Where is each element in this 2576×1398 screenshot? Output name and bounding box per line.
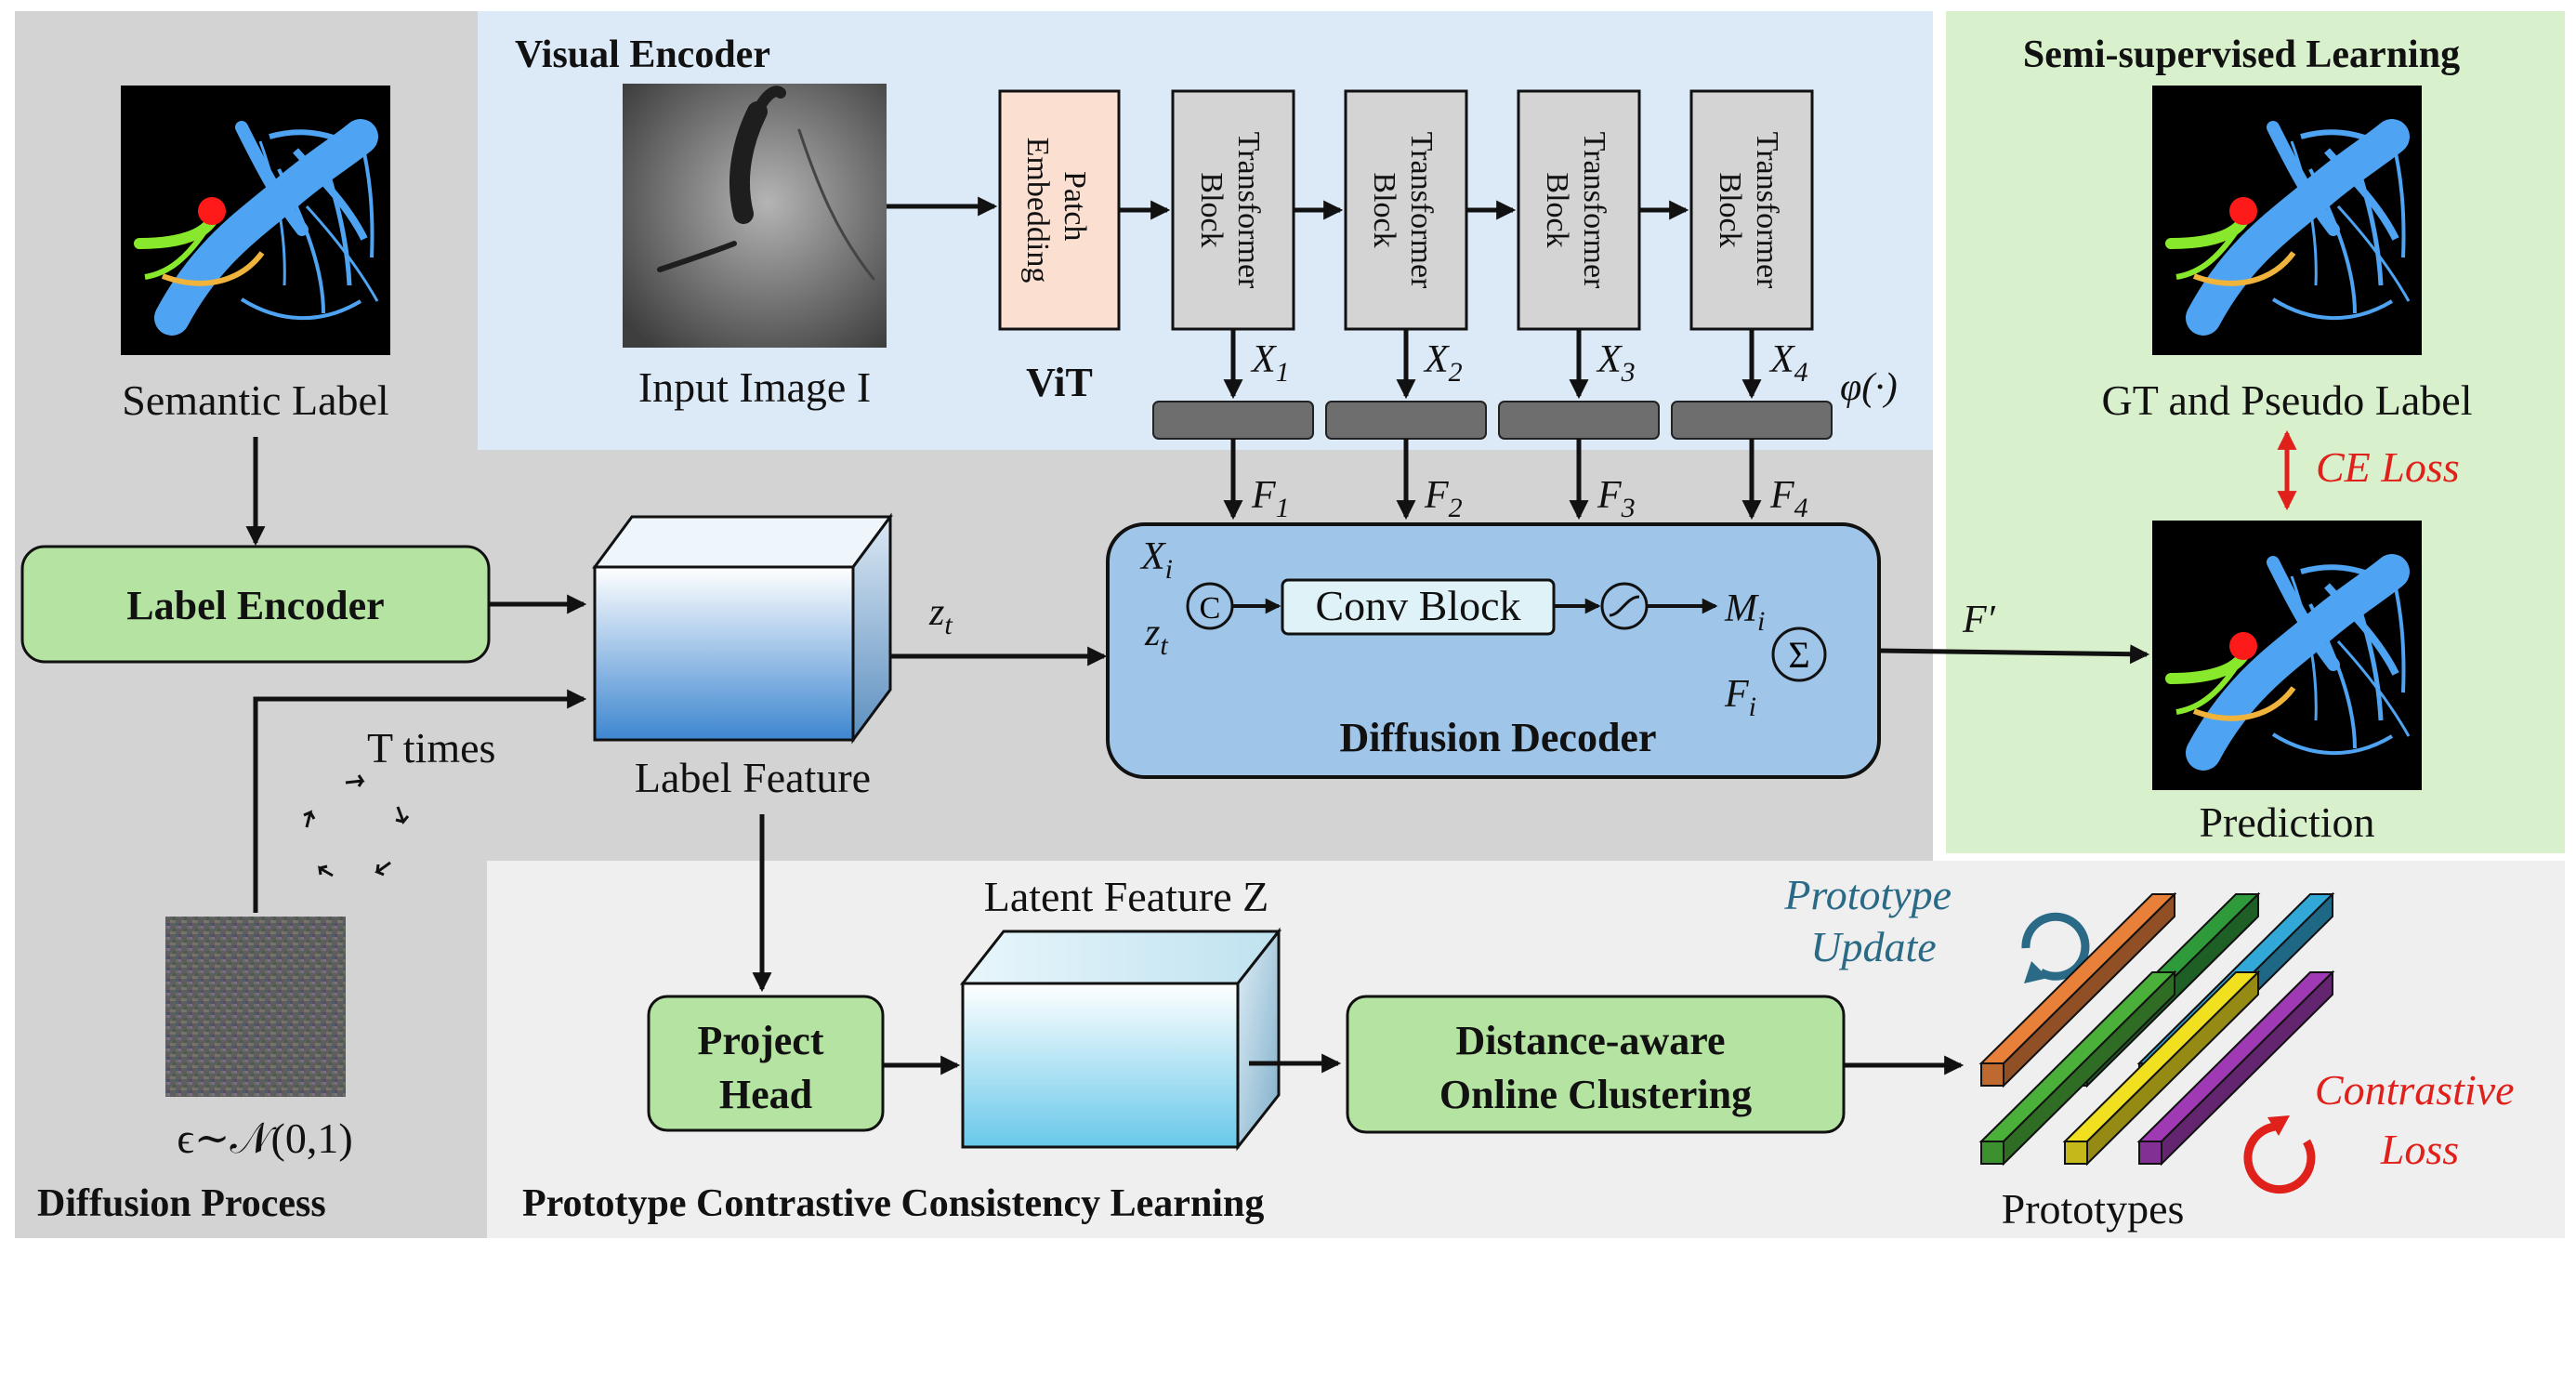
mlp-bar-2 (1325, 401, 1487, 440)
latent-feature-cube (959, 927, 1282, 1152)
prototype-bar-5 (2062, 969, 2261, 1167)
vit-label: ViT (1026, 360, 1093, 405)
zt-inner-label: zt (1144, 612, 1168, 661)
x-label-1: X1 (1250, 338, 1290, 388)
zt-label: zt (928, 591, 953, 640)
gt-pseudo-caption: GT and Pseudo Label (2101, 376, 2472, 424)
prediction-caption: Prediction (2199, 798, 2374, 846)
x-label-3: X3 (1596, 338, 1636, 388)
semantic-label-image (121, 86, 390, 355)
prototype-update-label: Prototype Update (1783, 871, 1962, 970)
f-label-2: F2 (1424, 474, 1463, 523)
prototype-bar-4 (1978, 969, 2177, 1167)
sum-symbol: Σ (1788, 634, 1809, 676)
transformer-block-label-3: TransformerBlock (1540, 132, 1611, 289)
gt-pseudo-image (2152, 86, 2422, 355)
semi-supervised-title: Semi-supervised Learning (2023, 33, 2460, 76)
noise-image (165, 917, 346, 1097)
phi-label: φ(·) (1840, 366, 1898, 409)
prototype-learning-title: Prototype Contrastive Consistency Learni… (522, 1182, 1264, 1225)
f-label-4: F4 (1769, 474, 1808, 523)
ce-loss-label: CE Loss (2316, 443, 2460, 491)
activation-curve (1609, 595, 1640, 617)
x-label-2: X2 (1423, 338, 1463, 388)
f-prime-label: F′ (1962, 599, 1996, 641)
x-label-4: X4 (1768, 338, 1808, 388)
conv-block-label: Conv Block (1315, 582, 1520, 629)
transformer-block-label-1: TransformerBlock (1194, 132, 1266, 289)
transformer-block-label-4: TransformerBlock (1713, 132, 1784, 289)
label-encoder-label: Label Encoder (126, 583, 384, 628)
mi-label: Mi (1724, 587, 1765, 637)
fi-label: Fi (1724, 673, 1756, 722)
loop-icon (303, 774, 410, 877)
sum-icon (1771, 626, 1827, 682)
patch-embedding-box (998, 89, 1121, 331)
transformer-block-4 (1689, 89, 1814, 331)
prototype-bar-1 (1978, 891, 2177, 1088)
f-label-3: F3 (1597, 474, 1636, 523)
transformer-block-3 (1517, 89, 1641, 331)
label-feature-caption: Label Feature (635, 754, 871, 801)
prototype-bars (1978, 891, 2335, 1167)
prediction-image (2152, 521, 2422, 790)
input-image-vessels (657, 86, 875, 281)
mlp-bar-4 (1671, 401, 1833, 440)
xi-label: Xi (1139, 535, 1173, 585)
concat-symbol: C (1200, 591, 1221, 626)
arrow-decoder-to-prediction (1878, 644, 2150, 665)
arrow-noise-to-feature (253, 689, 587, 913)
semantic-label-caption: Semantic Label (122, 376, 388, 424)
latent-feature-caption: Latent Feature Z (984, 873, 1269, 920)
mlp-bar-1 (1152, 401, 1314, 440)
transformer-block-label-2: TransformerBlock (1367, 132, 1439, 289)
prototype-bar-6 (2136, 969, 2335, 1167)
update-cycle-icon (2021, 912, 2090, 983)
prototypes-caption: Prototypes (2002, 1185, 2185, 1233)
contrastive-cycle-icon (2243, 1115, 2316, 1194)
noise-caption: ϵ∼𝒩(0,1) (177, 1114, 352, 1162)
clustering-label: Distance-aware Online Clustering (1439, 1018, 1752, 1117)
patch-embedding-label: Patch Embedding (1020, 138, 1092, 284)
t-times-label: T times (367, 724, 495, 772)
mlp-bar-3 (1498, 401, 1660, 440)
visual-encoder-title: Visual Encoder (515, 33, 770, 76)
transformer-block-2 (1344, 89, 1468, 331)
f-label-1: F1 (1251, 474, 1290, 523)
project-head-label: Project Head (698, 1018, 835, 1117)
contrastive-loss-label: Contrastive Loss (2315, 1066, 2525, 1173)
label-feature-cube (592, 512, 893, 745)
input-image-caption: Input Image I (638, 363, 871, 411)
diffusion-decoder-label: Diffusion Decoder (1340, 715, 1657, 760)
diffusion-process-title: Diffusion Process (37, 1182, 326, 1225)
